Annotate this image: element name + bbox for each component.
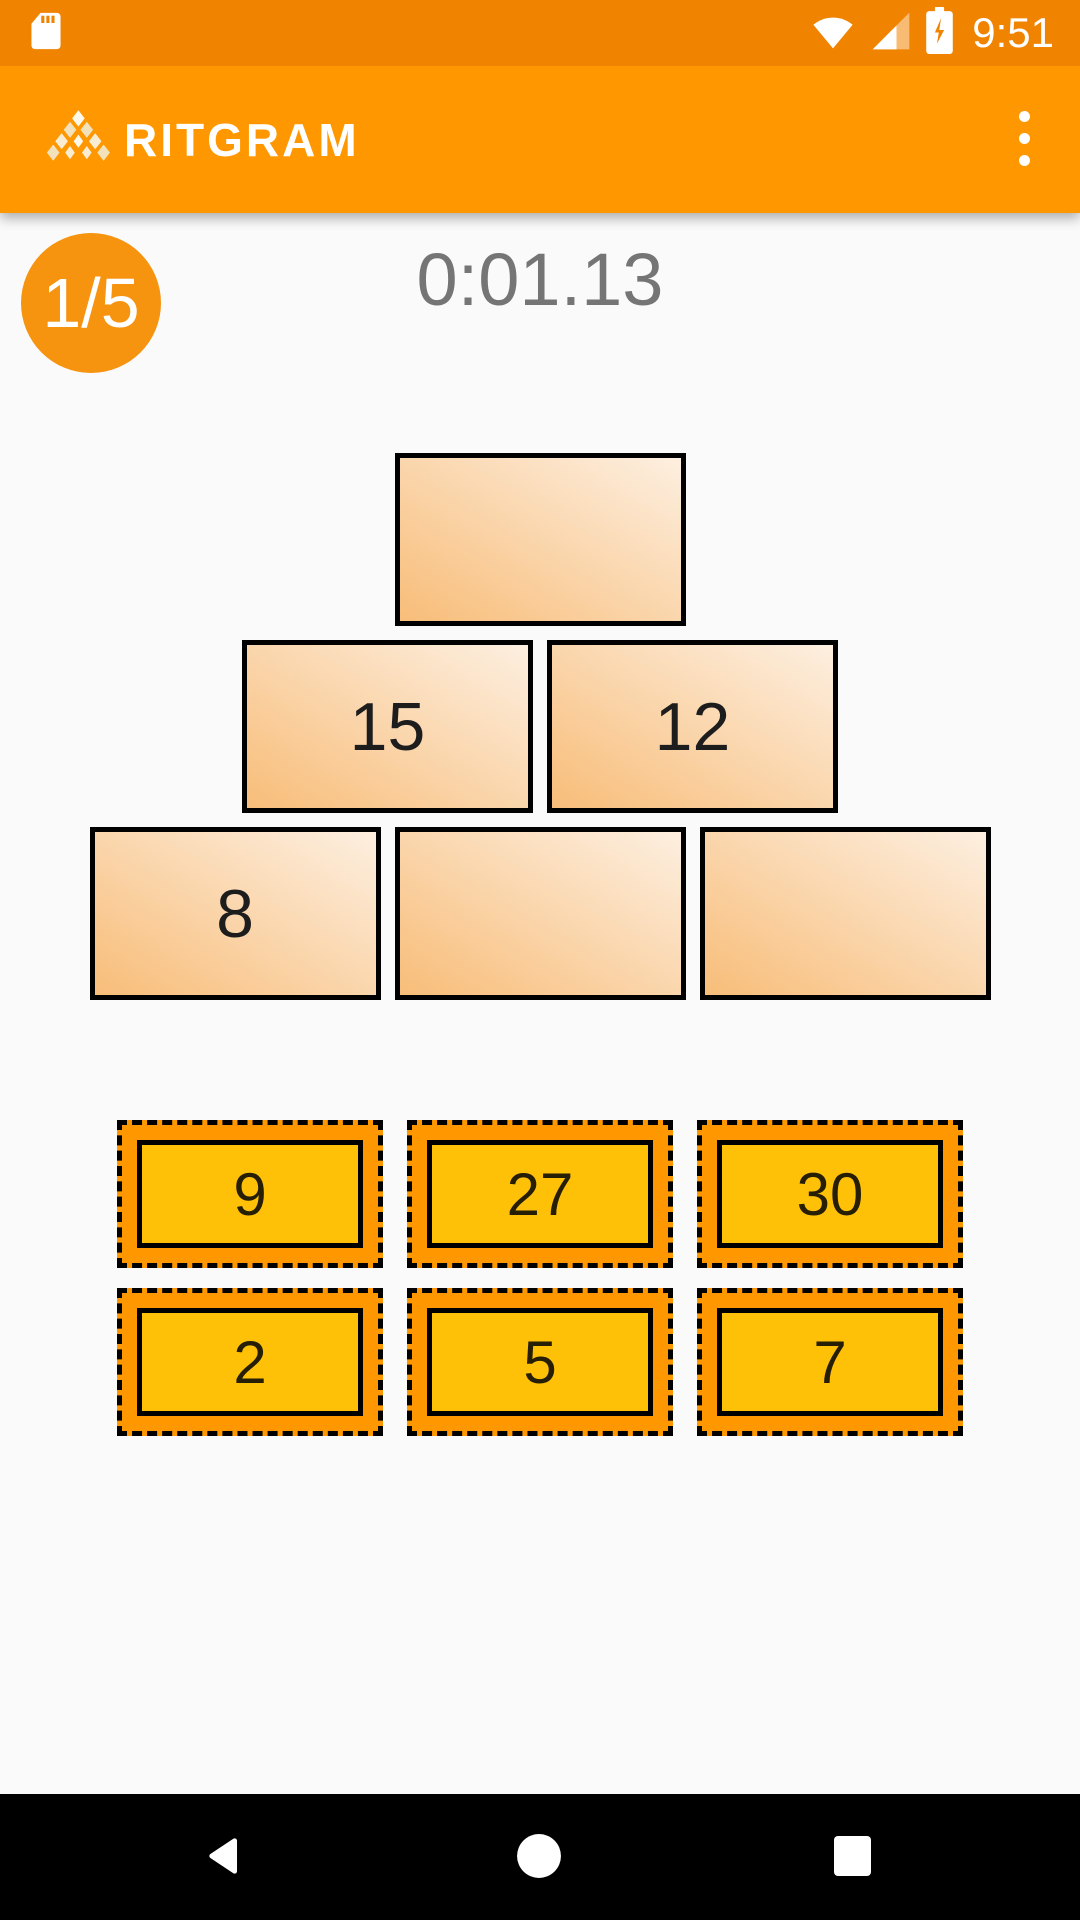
tile-value: 27	[427, 1140, 653, 1248]
tile-value: 2	[137, 1308, 363, 1416]
level-progress-badge: 1/5	[21, 233, 161, 373]
cellular-signal-icon	[869, 9, 913, 58]
pyramid-cell[interactable]	[699, 827, 991, 1000]
timer-display: 0:01.13	[416, 238, 664, 321]
pyramid-cell[interactable]	[394, 453, 686, 626]
tile-value: 30	[717, 1140, 943, 1248]
status-time: 9:51	[972, 9, 1054, 56]
tile-tray: 9 27 30 2 5 7	[0, 1120, 1080, 1436]
recents-icon	[830, 1833, 874, 1882]
battery-charging-icon	[926, 7, 954, 59]
sd-card-icon	[26, 8, 66, 59]
status-bar-left	[26, 8, 66, 59]
overflow-menu-button[interactable]	[1011, 103, 1038, 177]
number-tile[interactable]: 7	[697, 1288, 963, 1436]
number-tile[interactable]: 2	[117, 1288, 383, 1436]
tile-value: 5	[427, 1308, 653, 1416]
pyramid-row-2: 15 12	[242, 640, 838, 813]
logo-a-diamonds-icon	[46, 107, 112, 172]
pyramid-cell[interactable]: 8	[89, 827, 381, 1000]
app-logo: RITGRAM	[46, 107, 360, 172]
pyramid-cell[interactable]: 12	[547, 640, 838, 813]
status-bar: 9:51	[0, 0, 1080, 66]
app-title: RITGRAM	[124, 113, 360, 166]
pyramid-cell[interactable]	[394, 827, 686, 1000]
home-icon	[516, 1833, 562, 1882]
status-bar-right: 9:51	[810, 7, 1054, 59]
pyramid-row-1	[394, 453, 686, 626]
number-tile[interactable]: 30	[697, 1120, 963, 1268]
tile-value: 7	[717, 1308, 943, 1416]
kebab-icon	[1019, 110, 1030, 169]
app-bar: RITGRAM	[0, 66, 1080, 213]
recents-button[interactable]	[830, 1833, 874, 1882]
wifi-icon	[810, 9, 856, 58]
tile-value: 9	[137, 1140, 363, 1248]
back-button[interactable]	[206, 1833, 248, 1882]
tile-row-1: 9 27 30	[117, 1120, 963, 1268]
pyramid-row-3: 8	[89, 827, 991, 1000]
pyramid-cell[interactable]: 15	[242, 640, 533, 813]
pyramid-board: 15 12 8	[0, 453, 1080, 1000]
back-icon	[206, 1833, 248, 1882]
android-nav-bar	[0, 1794, 1080, 1920]
tile-row-2: 2 5 7	[117, 1288, 963, 1436]
number-tile[interactable]: 27	[407, 1120, 673, 1268]
number-tile[interactable]: 5	[407, 1288, 673, 1436]
number-tile[interactable]: 9	[117, 1120, 383, 1268]
home-button[interactable]	[516, 1833, 562, 1882]
